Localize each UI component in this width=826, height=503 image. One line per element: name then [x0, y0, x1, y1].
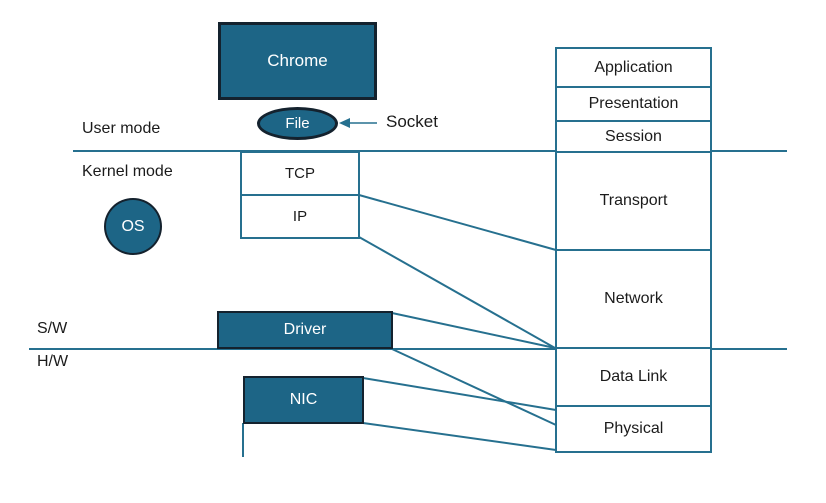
osi-row-presentation: Presentation: [557, 88, 710, 122]
tcp-label: TCP: [285, 165, 315, 182]
hw-label: H/W: [37, 353, 69, 370]
osi-label-application: Application: [594, 58, 673, 76]
ip-to-network-line: [358, 236, 556, 349]
osi-row-application: Application: [557, 49, 710, 88]
tcp-node: TCP: [242, 153, 358, 196]
driver-to-physical-line: [391, 348, 557, 426]
osi-row-physical: Physical: [557, 407, 710, 451]
ip-node: IP: [242, 196, 358, 237]
chrome-node: Chrome: [218, 22, 377, 100]
socket-label: Socket: [386, 112, 438, 131]
driver-label: Driver: [283, 321, 327, 338]
osi-label-transport: Transport: [599, 192, 668, 209]
osi-label-session: Session: [605, 127, 662, 145]
file-label: File: [285, 115, 310, 132]
chrome-label: Chrome: [267, 51, 328, 70]
os-node: OS: [104, 198, 162, 255]
tcp-to-transport-line: [358, 194, 557, 251]
osi-row-network: Network: [557, 251, 710, 349]
osi-layer-stack: Application Presentation Session Transpo…: [555, 47, 712, 453]
nic-label: NIC: [289, 391, 318, 408]
nic-to-physical-upper-line: [362, 377, 557, 411]
osi-label-network: Network: [604, 290, 663, 307]
osi-label-physical: Physical: [603, 420, 664, 437]
driver-to-datalink-line: [391, 312, 556, 349]
nic-to-physical-lower-line: [362, 422, 557, 451]
socket-arrowhead-icon: [339, 118, 350, 128]
file-node: File: [257, 107, 338, 140]
driver-node: Driver: [217, 311, 393, 349]
osi-label-presentation: Presentation: [588, 95, 679, 112]
user-mode-label: User mode: [82, 120, 161, 137]
tcp-ip-stack: TCP IP: [240, 151, 360, 239]
osi-row-datalink: Data Link: [557, 349, 710, 407]
osi-row-session: Session: [557, 122, 710, 153]
osi-label-datalink: Data Link: [599, 368, 668, 385]
ip-label: IP: [292, 208, 308, 225]
osi-row-transport: Transport: [557, 153, 710, 251]
sw-label: S/W: [37, 320, 68, 337]
kernel-mode-label: Kernel mode: [82, 163, 173, 180]
os-label: OS: [121, 217, 145, 235]
nic-node: NIC: [243, 376, 364, 424]
